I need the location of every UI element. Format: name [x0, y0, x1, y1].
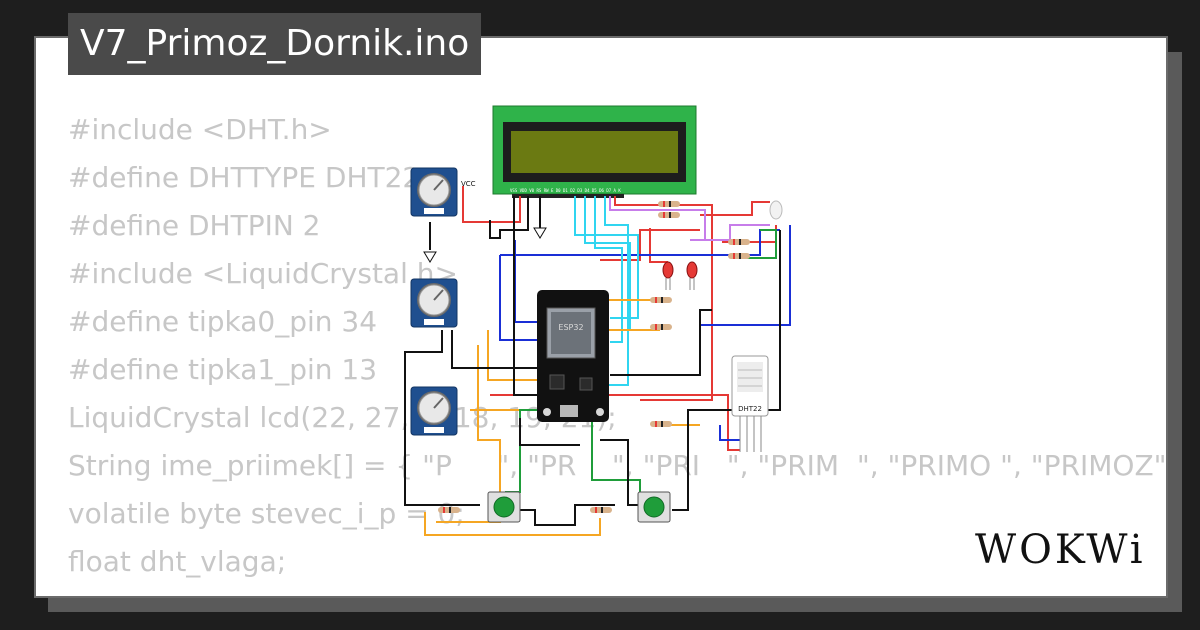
led-red-2[interactable]	[686, 261, 698, 290]
code-line: volatile byte stevec_i_p = 0;	[68, 497, 465, 530]
led-red-1[interactable]	[662, 261, 674, 290]
esp32-label: ESP32	[558, 323, 583, 332]
code-line: String ime_priimek[] = { "P ", "PR ", "P…	[68, 449, 1168, 482]
pushbutton-1[interactable]	[487, 491, 521, 523]
code-line: int dht_temp;	[68, 586, 1166, 596]
wokwi-logo: WOKWi	[975, 527, 1146, 573]
code-line: float dht_vlaga;	[68, 545, 287, 578]
lcd-display[interactable]: VSS VDD V0 RS RW E D0 D1 D2 D3 D4 D5 D6 …	[492, 105, 697, 198]
project-title: V7_Primoz_Dornik.ino	[68, 13, 482, 75]
resistor	[650, 324, 672, 330]
resistor	[650, 421, 672, 427]
lcd-pin-labels: VSS VDD V0 RS RW E D0 D1 D2 D3 D4 D5 D6 …	[510, 188, 621, 193]
pushbutton-2[interactable]	[637, 491, 671, 523]
ground-symbol	[533, 227, 547, 239]
resistor	[658, 212, 680, 218]
resistor	[438, 507, 460, 513]
code-line: #define DHTTYPE DHT22	[68, 161, 421, 194]
code-line: #include <LiquidCrystal.h>	[68, 257, 458, 290]
code-line: #define DHTPIN 2	[68, 209, 321, 242]
dht-label: DHT22	[738, 405, 762, 413]
resistor	[728, 253, 750, 259]
potentiometer-2[interactable]	[410, 278, 458, 328]
code-line: #define tipka0_pin 34	[68, 305, 378, 338]
esp32-board[interactable]: ESP32	[537, 290, 609, 422]
code-line: #define tipka1_pin 13	[68, 353, 378, 386]
resistor	[658, 201, 680, 207]
resistor	[590, 507, 612, 513]
potentiometer-1[interactable]	[410, 167, 458, 217]
potentiometer-3[interactable]	[410, 386, 458, 436]
resistor	[650, 297, 672, 303]
lcd-pins	[512, 194, 624, 198]
dht22-sensor[interactable]: DHT22	[731, 355, 769, 452]
code-line: #include <DHT.h>	[68, 113, 332, 146]
rgb-led[interactable]	[769, 200, 783, 220]
ground-symbol	[423, 251, 437, 263]
vcc-label: VCC	[461, 180, 476, 188]
resistor	[728, 239, 750, 245]
resistors	[438, 201, 750, 513]
